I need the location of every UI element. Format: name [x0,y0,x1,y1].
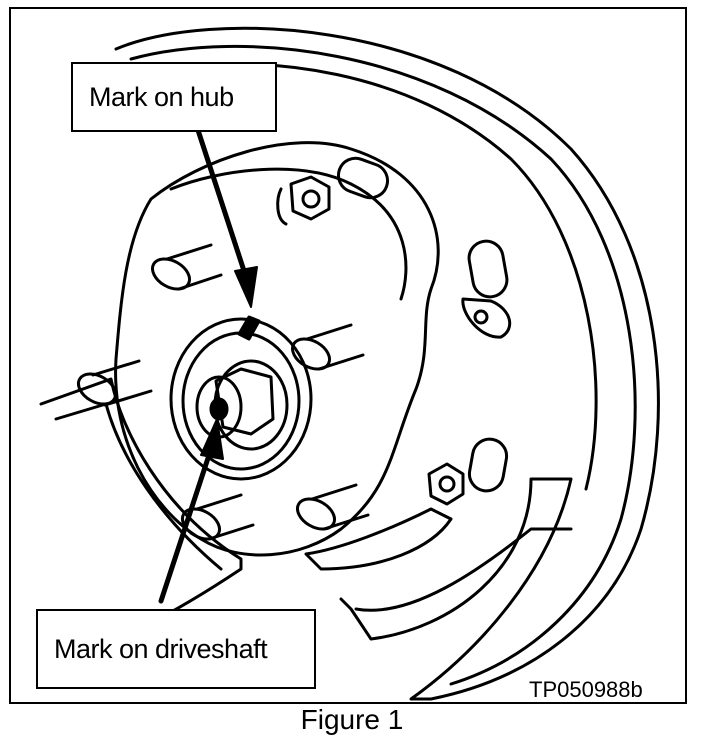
callout-hub-label: Mark on hub [89,81,234,112]
leader-arrows [158,121,258,604]
callout-driveshaft-label: Mark on driveshaft [54,633,268,664]
mounting-bolts [276,175,465,506]
plate-slots [336,156,512,493]
callout-mark-on-hub: Mark on hub [71,62,277,132]
wheel-studs [77,243,370,541]
figure-frame: Mark on hub Mark on driveshaft TP050988b [9,7,687,704]
hub-center [169,315,313,481]
callout-mark-on-driveshaft: Mark on driveshaft [36,609,316,689]
figure-caption: Figure 1 [300,704,404,735]
reference-code: TP050988b [529,677,643,702]
